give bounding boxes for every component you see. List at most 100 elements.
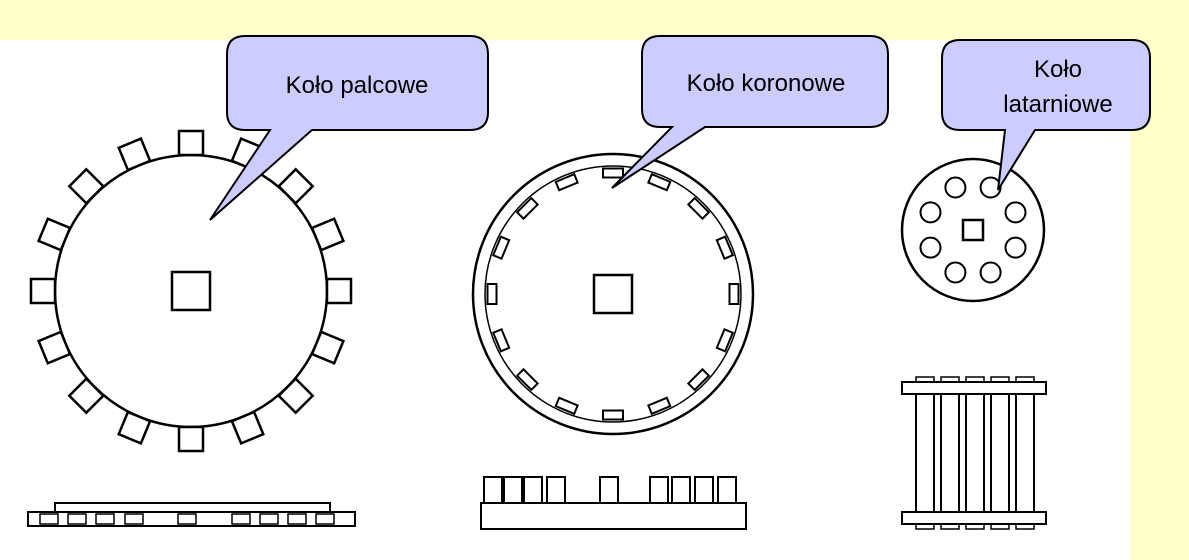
finger-wheel-side-view xyxy=(27,502,356,527)
crown-side-tooth xyxy=(483,476,503,504)
lantern-side-bottom-plate xyxy=(901,511,1047,525)
callout-crown-wheel-bubble xyxy=(611,35,889,189)
finger-peg xyxy=(310,217,346,252)
finger-peg xyxy=(276,167,315,206)
finger-peg xyxy=(67,376,106,415)
crown-wheel-side-view xyxy=(480,476,747,530)
finger-side-peg xyxy=(67,513,87,525)
crown-tooth xyxy=(554,396,579,416)
finger-peg xyxy=(310,330,346,365)
crown-side-tooth xyxy=(671,476,691,504)
lantern-stave-cap-bottom xyxy=(1015,523,1035,530)
crown-side-tooth xyxy=(649,476,669,504)
callout-lantern-wheel-bubble xyxy=(941,39,1151,191)
crown-tooth xyxy=(491,328,511,353)
finger-wheel-pegs xyxy=(29,129,353,453)
lantern-wheel-staves xyxy=(919,176,1027,284)
finger-peg xyxy=(177,425,205,453)
finger-side-peg xyxy=(315,513,335,525)
crown-tooth xyxy=(554,172,579,192)
crown-side-tooth xyxy=(599,476,619,504)
finger-peg xyxy=(230,410,265,446)
crown-tooth xyxy=(491,235,511,260)
finger-peg xyxy=(325,277,353,305)
callout-lantern-wheel-label-line2: latarniowe xyxy=(1003,91,1112,118)
finger-side-peg xyxy=(287,513,307,525)
crown-side-tooth xyxy=(503,476,523,504)
crown-tooth xyxy=(686,196,711,221)
crown-tooth xyxy=(715,328,735,353)
crown-wheel-front-view xyxy=(471,152,755,436)
crown-wheel-inner-rim xyxy=(484,165,742,423)
finger-peg xyxy=(117,136,152,172)
finger-peg xyxy=(29,277,57,305)
callout-finger-wheel-label: Koło palcowe xyxy=(286,72,429,99)
callout-lantern-wheel: Koło latarniowe xyxy=(941,39,1151,191)
top-background-band xyxy=(0,0,1189,40)
lantern-wheel-side-view xyxy=(901,376,1047,530)
lantern-wheel-disc xyxy=(900,157,1046,303)
lantern-stave-cap-bottom xyxy=(965,523,985,530)
callout-crown-wheel-label: Koło koronowe xyxy=(687,70,846,97)
crown-tooth xyxy=(715,235,735,260)
finger-peg xyxy=(36,217,72,252)
finger-wheel-hub xyxy=(170,270,212,312)
finger-side-peg xyxy=(231,513,251,525)
lantern-stave-hole xyxy=(944,261,967,284)
crown-side-teeth xyxy=(483,476,737,504)
finger-peg xyxy=(177,129,205,157)
finger-side-peg xyxy=(259,513,279,525)
crown-wheel-hub xyxy=(592,273,634,315)
lantern-stave-hole xyxy=(919,236,942,259)
lantern-side-top-plate xyxy=(901,381,1047,395)
lantern-stave-hole xyxy=(944,176,967,199)
lantern-stave-cap-bottom xyxy=(940,523,960,530)
callout-crown-wheel: Koło koronowe xyxy=(611,35,889,189)
lantern-stave-cap-bottom xyxy=(990,523,1010,530)
finger-side-peg xyxy=(177,513,197,525)
finger-side-pegs-row xyxy=(27,511,356,527)
finger-side-peg xyxy=(124,513,144,525)
lantern-side-staves xyxy=(915,376,1035,530)
callout-finger-wheel: Koło palcowe xyxy=(209,35,489,221)
crown-side-tooth xyxy=(694,476,714,504)
finger-peg xyxy=(117,410,152,446)
crown-tooth xyxy=(602,409,624,421)
lantern-stave-cap-top xyxy=(940,376,960,383)
lantern-stave-hole xyxy=(979,261,1002,284)
callout-finger-wheel-bubble xyxy=(209,35,489,221)
crown-side-tooth xyxy=(523,476,543,504)
crown-wheel-outer-rim xyxy=(471,152,755,436)
lantern-stave xyxy=(915,393,935,513)
crown-tooth xyxy=(686,367,711,392)
lantern-wheel-front-view xyxy=(900,157,1046,303)
crown-tooth xyxy=(647,396,672,416)
finger-side-peg xyxy=(95,513,115,525)
lantern-stave-hole xyxy=(1004,236,1027,259)
crown-tooth xyxy=(647,172,672,192)
crown-side-tooth xyxy=(546,476,566,504)
lantern-wheel-hub xyxy=(961,218,985,242)
finger-side-peg xyxy=(39,513,59,525)
finger-peg xyxy=(67,167,106,206)
crown-side-base xyxy=(480,502,747,530)
finger-side-plate-top xyxy=(54,502,331,513)
crown-tooth xyxy=(602,167,624,179)
lantern-stave-cap-top xyxy=(915,376,935,383)
lantern-stave xyxy=(1015,393,1035,513)
finger-side-peg-marks xyxy=(39,513,335,525)
callout-lantern-wheel-label-line1: Koło xyxy=(1034,56,1082,83)
finger-peg xyxy=(36,330,72,365)
lantern-stave-cap-top xyxy=(1015,376,1035,383)
crown-tooth xyxy=(515,367,540,392)
lantern-stave xyxy=(990,393,1010,513)
finger-wheel-rim xyxy=(53,153,329,429)
crown-tooth xyxy=(486,283,498,305)
finger-wheel-front-view xyxy=(29,129,353,453)
crown-tooth xyxy=(728,283,740,305)
lantern-stave-cap-top xyxy=(990,376,1010,383)
finger-peg xyxy=(276,376,315,415)
lantern-stave-hole xyxy=(919,201,942,224)
lantern-stave-cap-top xyxy=(965,376,985,383)
